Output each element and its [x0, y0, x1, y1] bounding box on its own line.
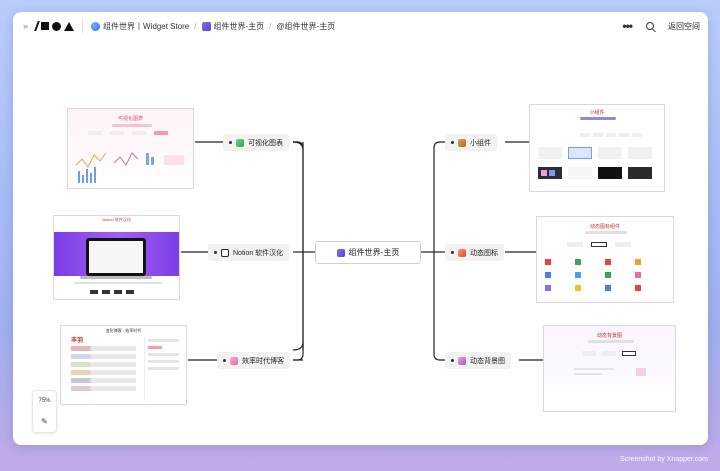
node-dynamic-icons[interactable]: 动态图标	[445, 244, 504, 261]
thumbnail-dynamic-icons[interactable]: 动态图标组件	[536, 216, 674, 303]
laptop-icon	[86, 238, 146, 276]
dynamic-icon	[458, 248, 466, 257]
breadcrumb-current[interactable]: @组件世界-主页	[276, 21, 335, 32]
breadcrumb-label: 组件世界-主页	[213, 21, 265, 31]
divider	[82, 19, 84, 33]
node-dynamic-backgrounds[interactable]: 动态背景图	[445, 352, 511, 369]
node-label: 小组件	[470, 139, 491, 147]
center-label: 组件世界-主页	[348, 248, 400, 257]
thumbnail-title: 变形博客 - 效率时代	[105, 328, 142, 333]
globe-icon	[91, 21, 101, 31]
thumbnail-small-widgets[interactable]: 小组件	[529, 104, 665, 192]
bullet	[229, 141, 232, 144]
thumbnail-line	[112, 124, 152, 127]
thumbnail-blog[interactable]: 变形博客 - 效率时代 丰羽	[60, 325, 187, 405]
thumbnail-title: 动态图标组件	[589, 224, 620, 230]
bullet	[451, 141, 454, 144]
zoom-level[interactable]: 75%	[38, 397, 51, 404]
breadcrumb-page[interactable]: 组件世界-主页	[201, 21, 265, 32]
thumbnail-swatch	[636, 368, 646, 376]
node-notion-localization[interactable]: Notion 软件汉化	[208, 244, 290, 261]
thumbnail-widget-grid	[538, 147, 658, 187]
breadcrumb-label: @组件世界-主页	[276, 21, 336, 31]
pen-icon[interactable]: ✎	[41, 416, 48, 426]
more-dots-icon[interactable]: •••	[622, 19, 633, 33]
node-label: 动态背景图	[470, 357, 505, 365]
thumbnail-title: 动态背景图	[596, 333, 622, 339]
breadcrumb-label: 组件世界丨Widget Store	[103, 21, 190, 31]
bullet	[214, 251, 217, 254]
node-label: 动态图标	[470, 249, 498, 257]
breadcrumb-separator: /	[269, 21, 272, 31]
notion-icon	[221, 248, 229, 257]
blog-icon	[230, 356, 238, 365]
bullet	[223, 359, 226, 362]
thumbnail-post-list	[71, 346, 136, 402]
expand-sidebar-icon[interactable]: »	[23, 21, 29, 31]
node-visual-charts[interactable]: 可视化图表	[223, 134, 289, 151]
center-node[interactable]: 组件世界-主页	[315, 241, 421, 264]
thumbnail-title: 小组件	[589, 110, 605, 116]
thumbnail-text-block	[574, 368, 614, 378]
thumbnail-sidebar	[144, 335, 182, 401]
thumbnail-tabs	[88, 131, 178, 135]
node-label: 可视化图表	[248, 139, 283, 147]
return-space-button[interactable]: 返回空间	[668, 21, 700, 31]
search-icon[interactable]	[646, 22, 654, 30]
thumbnail-line	[580, 117, 616, 120]
thumbnail-title: 可视化图表	[117, 116, 143, 122]
app-window: » 组件世界丨Widget Store / 组件世界-主页 / @组件世界-主页…	[13, 12, 708, 445]
thumbnail-line	[74, 282, 162, 284]
brand-logo[interactable]	[34, 21, 75, 31]
widget-box-icon	[336, 248, 345, 257]
breadcrumb-separator: /	[194, 21, 197, 31]
blog-logo: 丰羽	[71, 338, 84, 344]
thumbnail-icon-grid	[545, 259, 669, 299]
mindmap-canvas[interactable]: 可视化图表 Notion 软件汉化 效率时代博客 组件世界-主页 小组件 动态图…	[13, 40, 708, 445]
node-label: 效率时代博客	[242, 357, 284, 365]
widget-icon	[458, 138, 466, 147]
thumbnail-notion[interactable]: Notion 软件汉化	[53, 215, 180, 300]
watermark: Screenshot by Xnapper.com	[620, 456, 708, 463]
connector-lines	[181, 141, 543, 361]
thumbnail-line	[585, 231, 627, 234]
thumbnail-line	[588, 340, 634, 343]
laptop-base	[80, 276, 152, 279]
thumbnail-title: Notion 软件汉化	[102, 217, 131, 222]
chart-icon	[236, 138, 244, 147]
node-efficiency-blog[interactable]: 效率时代博客	[217, 352, 290, 369]
bullet	[451, 251, 454, 254]
zoom-control[interactable]: 75% ✎	[32, 390, 57, 433]
thumbnail-dynamic-backgrounds[interactable]: 动态背景图	[543, 325, 676, 412]
thumbnail-tabs	[567, 242, 647, 248]
node-label: Notion 软件汉化	[233, 249, 284, 257]
breadcrumb-workspace[interactable]: 组件世界丨Widget Store	[91, 21, 189, 32]
widget-box-icon	[201, 21, 211, 31]
thumbnail-visual-charts[interactable]: 可视化图表	[67, 108, 194, 189]
top-bar: » 组件世界丨Widget Store / 组件世界-主页 / @组件世界-主页…	[13, 12, 708, 40]
background-icon	[458, 356, 466, 365]
thumbnail-badges	[90, 290, 146, 294]
thumbnail-tabs	[580, 133, 660, 137]
bullet	[451, 359, 454, 362]
thumbnail-tabs	[582, 351, 642, 357]
thumbnail-chart-preview	[75, 152, 184, 183]
node-small-widgets[interactable]: 小组件	[445, 134, 497, 151]
